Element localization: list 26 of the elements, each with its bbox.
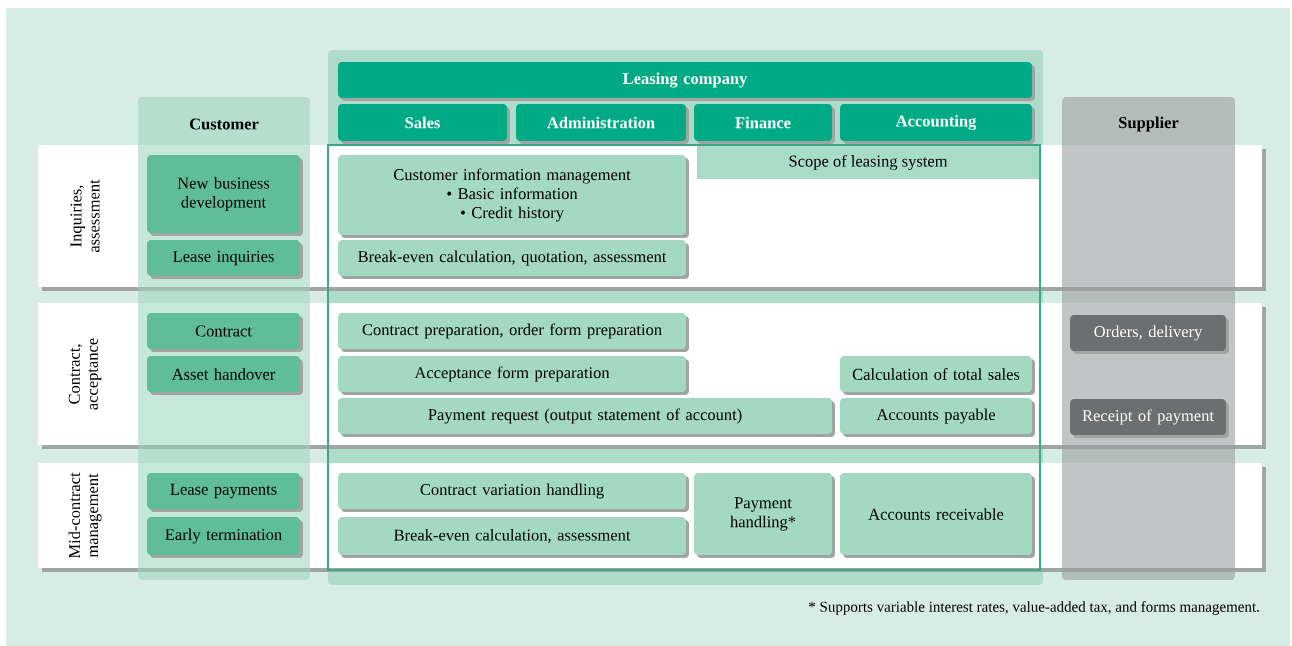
system-function-box: Accounts payable (840, 398, 1035, 437)
column-header: Administration (516, 104, 689, 144)
system-function-box: Break-even calculation, assessment (338, 517, 689, 558)
system-function-box: Customer information management • Basic information • Credit history (338, 155, 689, 238)
system-function-box: Payment handling* (694, 473, 835, 558)
system-function-box: Break-even calculation, quotation, assessment (338, 240, 689, 279)
customer-task-box: Early termination (147, 517, 303, 558)
system-function-box: Contract variation handling (338, 473, 689, 512)
system-function-box: Acceptance form preparation (338, 356, 689, 395)
system-function-box: Payment request (output statement of account) (338, 398, 835, 437)
customer-task-box: Lease payments (147, 473, 303, 512)
scope-label-tab: Scope of leasing system (697, 146, 1039, 179)
customer-task-box: Asset handover (147, 356, 303, 395)
customer-task-box: Lease inquiries (147, 240, 303, 279)
column-header: Sales (338, 104, 510, 144)
supplier-task-box: Receipt of payment (1070, 399, 1229, 438)
header-bar: Leasing company (338, 62, 1035, 101)
system-function-box: Contract preparation, order form preparation (338, 313, 689, 352)
customer-task-box: Contract (147, 313, 303, 352)
customer-task-box: New business development (147, 155, 303, 236)
footnote: * Supports variable interest rates, value-added tax, and forms management. (809, 601, 1259, 615)
column-header: Finance (694, 104, 835, 144)
system-function-box: Calculation of total sales (840, 356, 1035, 395)
system-function-box: Accounts receivable (840, 473, 1035, 558)
supplier-task-box: Orders, delivery (1070, 315, 1229, 354)
column-header: Accounting (840, 104, 1035, 144)
